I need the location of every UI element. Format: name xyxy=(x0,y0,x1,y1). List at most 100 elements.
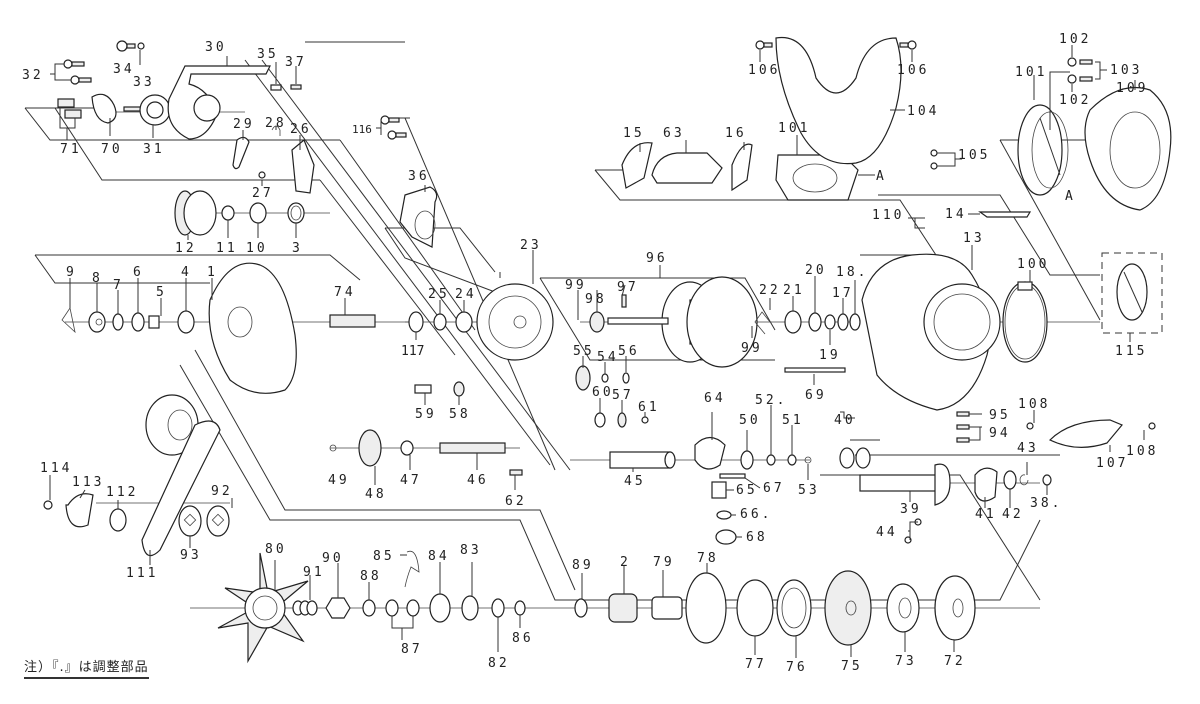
label-14[interactable]: 14 xyxy=(945,207,967,222)
label-66[interactable]: 66. xyxy=(740,507,772,522)
label-38[interactable]: 38. xyxy=(1030,496,1062,511)
label-11[interactable]: 11 xyxy=(216,241,238,256)
label-117[interactable]: 117 xyxy=(401,344,424,359)
label-15[interactable]: 15 xyxy=(623,126,645,141)
label-23[interactable]: 23 xyxy=(520,238,542,253)
label-92[interactable]: 92 xyxy=(211,484,233,499)
label-21[interactable]: 21 xyxy=(783,283,805,298)
label-53[interactable]: 53 xyxy=(798,483,820,498)
label-18[interactable]: 18. xyxy=(836,265,868,280)
label-36[interactable]: 36 xyxy=(408,169,430,184)
label-30[interactable]: 30 xyxy=(205,40,227,55)
label-82[interactable]: 82 xyxy=(488,656,510,671)
label-60[interactable]: 60 xyxy=(592,385,614,400)
label-94[interactable]: 94 xyxy=(989,426,1011,441)
label-88[interactable]: 88 xyxy=(360,569,382,584)
label-63[interactable]: 63 xyxy=(663,126,685,141)
label-95[interactable]: 95 xyxy=(989,408,1011,423)
label-8[interactable]: 8 xyxy=(92,271,103,286)
label-17[interactable]: 17 xyxy=(832,286,854,301)
label-87[interactable]: 87 xyxy=(401,642,423,657)
label-31[interactable]: 31 xyxy=(143,142,165,157)
label-46[interactable]: 46 xyxy=(467,473,489,488)
label-84[interactable]: 84 xyxy=(428,549,450,564)
label-114[interactable]: 114 xyxy=(40,461,72,476)
label-41[interactable]: 41 xyxy=(975,507,997,522)
label-65[interactable]: 65 xyxy=(736,483,758,498)
label-16[interactable]: 16 xyxy=(725,126,747,141)
label-7[interactable]: 7 xyxy=(113,278,124,293)
label-19[interactable]: 19 xyxy=(819,348,841,363)
label-79[interactable]: 79 xyxy=(653,555,675,570)
label-20[interactable]: 20 xyxy=(805,263,827,278)
label-4[interactable]: 4 xyxy=(181,265,192,280)
label-34[interactable]: 34 xyxy=(113,62,135,77)
label-58[interactable]: 58 xyxy=(449,407,471,422)
label-3[interactable]: 3 xyxy=(292,241,303,256)
label-26[interactable]: 26 xyxy=(290,122,312,137)
label-2[interactable]: 2 xyxy=(620,555,631,570)
label-39[interactable]: 39 xyxy=(900,502,922,517)
label-59[interactable]: 59 xyxy=(415,407,437,422)
label-22[interactable]: 22 xyxy=(759,283,781,298)
label-67[interactable]: 67 xyxy=(763,481,785,496)
label-89[interactable]: 89 xyxy=(572,558,594,573)
label-35[interactable]: 35 xyxy=(257,47,279,62)
label-a1[interactable]: A xyxy=(876,169,887,184)
label-54[interactable]: 54 xyxy=(597,350,619,365)
label-44[interactable]: 44 xyxy=(876,525,898,540)
label-10[interactable]: 10 xyxy=(246,241,268,256)
label-99a[interactable]: 99 xyxy=(565,278,587,293)
label-33[interactable]: 33 xyxy=(133,75,155,90)
label-110[interactable]: 110 xyxy=(872,208,904,223)
label-106b[interactable]: 106 xyxy=(897,63,929,78)
label-101b[interactable]: 101 xyxy=(1015,65,1047,80)
label-9[interactable]: 9 xyxy=(66,265,77,280)
label-96[interactable]: 96 xyxy=(646,251,668,266)
label-73[interactable]: 73 xyxy=(895,654,917,669)
label-64[interactable]: 64 xyxy=(704,391,726,406)
label-105[interactable]: 105 xyxy=(958,148,990,163)
label-100[interactable]: 100 xyxy=(1017,257,1049,272)
label-76[interactable]: 76 xyxy=(786,660,808,675)
label-106a[interactable]: 106 xyxy=(748,63,780,78)
label-25[interactable]: 25 xyxy=(428,287,450,302)
label-56[interactable]: 56 xyxy=(618,344,640,359)
label-49[interactable]: 49 xyxy=(328,473,350,488)
label-75[interactable]: 75 xyxy=(841,659,863,674)
label-40[interactable]: 40 xyxy=(834,413,856,428)
label-98[interactable]: 98 xyxy=(585,292,607,307)
label-111[interactable]: 111 xyxy=(126,566,158,581)
label-12[interactable]: 12 xyxy=(175,241,197,256)
label-115[interactable]: 115 xyxy=(1115,344,1147,359)
label-70[interactable]: 70 xyxy=(101,142,123,157)
label-113[interactable]: 113 xyxy=(72,475,104,490)
label-51[interactable]: 51 xyxy=(782,413,804,428)
label-97[interactable]: 97 xyxy=(617,280,639,295)
label-85[interactable]: 85 xyxy=(373,549,395,564)
label-108a[interactable]: 108 xyxy=(1018,397,1050,412)
label-42[interactable]: 42 xyxy=(1002,507,1024,522)
label-107[interactable]: 107 xyxy=(1096,456,1128,471)
label-86[interactable]: 86 xyxy=(512,631,534,646)
label-74[interactable]: 74 xyxy=(334,285,356,300)
label-29[interactable]: 29 xyxy=(233,117,255,132)
label-102b[interactable]: 102 xyxy=(1059,93,1091,108)
label-102a[interactable]: 102 xyxy=(1059,32,1091,47)
label-91[interactable]: 91 xyxy=(303,565,325,580)
label-112[interactable]: 112 xyxy=(106,485,138,500)
label-109[interactable]: 109 xyxy=(1116,81,1148,96)
label-24[interactable]: 24 xyxy=(455,287,477,302)
label-78[interactable]: 78 xyxy=(697,551,719,566)
label-104[interactable]: 104 xyxy=(907,104,939,119)
label-61[interactable]: 61 xyxy=(638,400,660,415)
label-43[interactable]: 43 xyxy=(1017,441,1039,456)
label-6[interactable]: 6 xyxy=(133,265,144,280)
label-90[interactable]: 90 xyxy=(322,551,344,566)
label-80[interactable]: 80 xyxy=(265,542,287,557)
label-69[interactable]: 69 xyxy=(805,388,827,403)
label-47[interactable]: 47 xyxy=(400,473,422,488)
label-27[interactable]: 27 xyxy=(252,186,274,201)
label-116[interactable]: 116 xyxy=(352,123,372,136)
label-52[interactable]: 52. xyxy=(755,393,787,408)
